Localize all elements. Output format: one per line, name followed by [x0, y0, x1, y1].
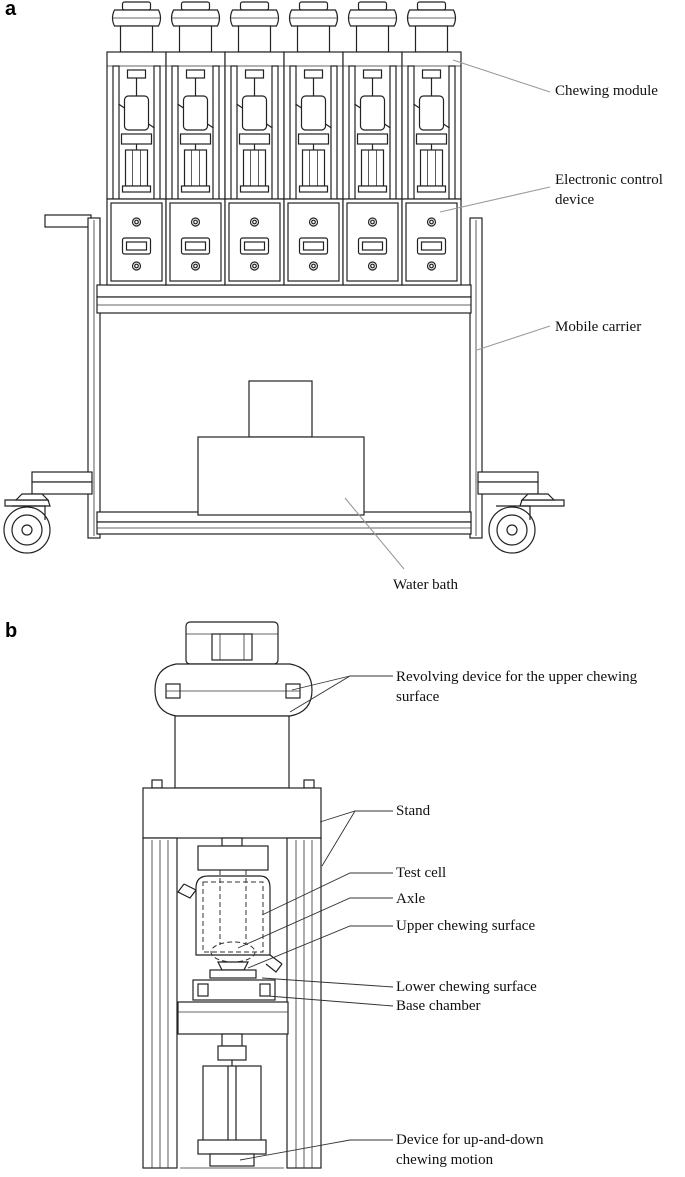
test-cell: [177, 837, 283, 979]
label-revolving-line2: surface: [396, 689, 440, 705]
caster-wheel-right: [488, 505, 536, 554]
chewing-module-unit: [401, 1, 462, 286]
label-lower-chewing-surface: Lower chewing surface: [396, 979, 537, 995]
label-test-cell: Test cell: [396, 865, 447, 881]
revolving-device: [154, 621, 313, 789]
base-chamber: [177, 979, 289, 1035]
label-updown-line1: Device for up-and-down: [396, 1132, 544, 1148]
mobile-carrier: [4, 214, 565, 539]
label-mobile-carrier: Mobile carrier: [555, 319, 642, 335]
leader-lines-b: [237, 675, 394, 1161]
chewing-module-unit: [106, 1, 167, 286]
leader-lines-a: [344, 59, 551, 570]
stand-frame: [142, 779, 322, 1169]
label-electronic-control-line2: device: [555, 192, 595, 208]
label-stand: Stand: [396, 803, 431, 819]
chewing-modules: [106, 1, 462, 286]
chewing-module-unit: [224, 1, 285, 286]
up-down-device: [180, 1033, 284, 1169]
label-chewing-module: Chewing module: [555, 83, 658, 99]
label-electronic-control-line1: Electronic control: [555, 172, 663, 188]
label-axle: Axle: [396, 891, 426, 907]
panel-label-a: a: [5, 0, 17, 20]
chewing-module-unit: [283, 1, 344, 286]
label-base-chamber: Base chamber: [396, 998, 481, 1014]
label-water-bath: Water bath: [393, 577, 459, 593]
panel-label-b: b: [5, 620, 18, 642]
label-revolving-line1: Revolving device for the upper chewing: [396, 669, 638, 685]
label-updown-line2: chewing motion: [396, 1152, 494, 1168]
chewing-module-unit: [165, 1, 226, 286]
water-bath-shape: [197, 380, 365, 516]
label-upper-chewing-surface: Upper chewing surface: [396, 918, 536, 934]
chewing-module-unit: [342, 1, 403, 286]
caster-wheel-left: [3, 505, 51, 554]
